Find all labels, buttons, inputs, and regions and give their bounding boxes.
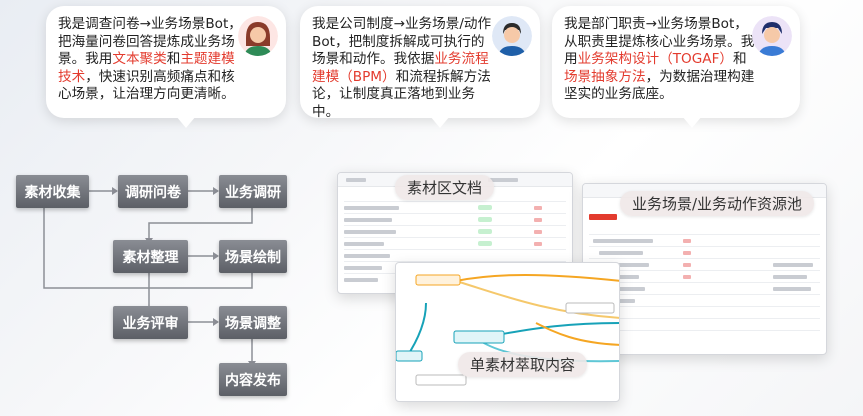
bubble-text-duty: 我是部门职责→业务场景Bot，从职责里提炼核心业务场景。我用业务架构设计（TOG… (564, 16, 755, 102)
flow-node-adjust: 场景调整 (219, 306, 287, 339)
avatar-boy-icon (752, 16, 792, 56)
bot-bubble-policy: 我是公司制度→业务场景/动作Bot，把制度拆解成可执行的场景和动作。我依据业务流… (300, 6, 540, 128)
avatar-man-icon (492, 16, 532, 56)
flow-node-organize: 素材整理 (113, 240, 188, 273)
single-material-extract-label: 单素材萃取内容 (458, 352, 588, 377)
bubble-text-survey: 我是调查问卷→业务场景Bot，把海量问卷回答提炼成业务场景。我用文本聚类和主题建… (58, 16, 242, 102)
bubble-tail (430, 116, 450, 128)
bot-bubble-survey: 我是调查问卷→业务场景Bot，把海量问卷回答提炼成业务场景。我用文本聚类和主题建… (46, 6, 286, 128)
flow-node-research: 业务调研 (219, 175, 287, 208)
flow-node-collect: 素材收集 (16, 175, 89, 208)
flow-node-survey: 调研问卷 (118, 175, 188, 208)
bubble-text-policy: 我是公司制度→业务场景/动作Bot，把制度拆解成可执行的场景和动作。我依据业务流… (312, 16, 492, 120)
flow-node-draw: 场景绘制 (219, 240, 287, 273)
flow-node-publish: 内容发布 (219, 363, 287, 396)
bot-bubble-duty: 我是部门职责→业务场景Bot，从职责里提炼核心业务场景。我用业务架构设计（TOG… (552, 6, 800, 128)
flow-node-review: 业务评审 (113, 306, 188, 339)
avatar-woman-icon (238, 16, 278, 56)
materials-docs-label: 素材区文档 (395, 175, 495, 200)
bubble-tail (176, 116, 196, 128)
bubble-tail (682, 116, 702, 128)
single-material-extract-panel (395, 262, 620, 402)
scene-resource-pool-label: 业务场景/业务动作资源池 (620, 191, 815, 216)
mindmap-graphic (396, 274, 619, 386)
